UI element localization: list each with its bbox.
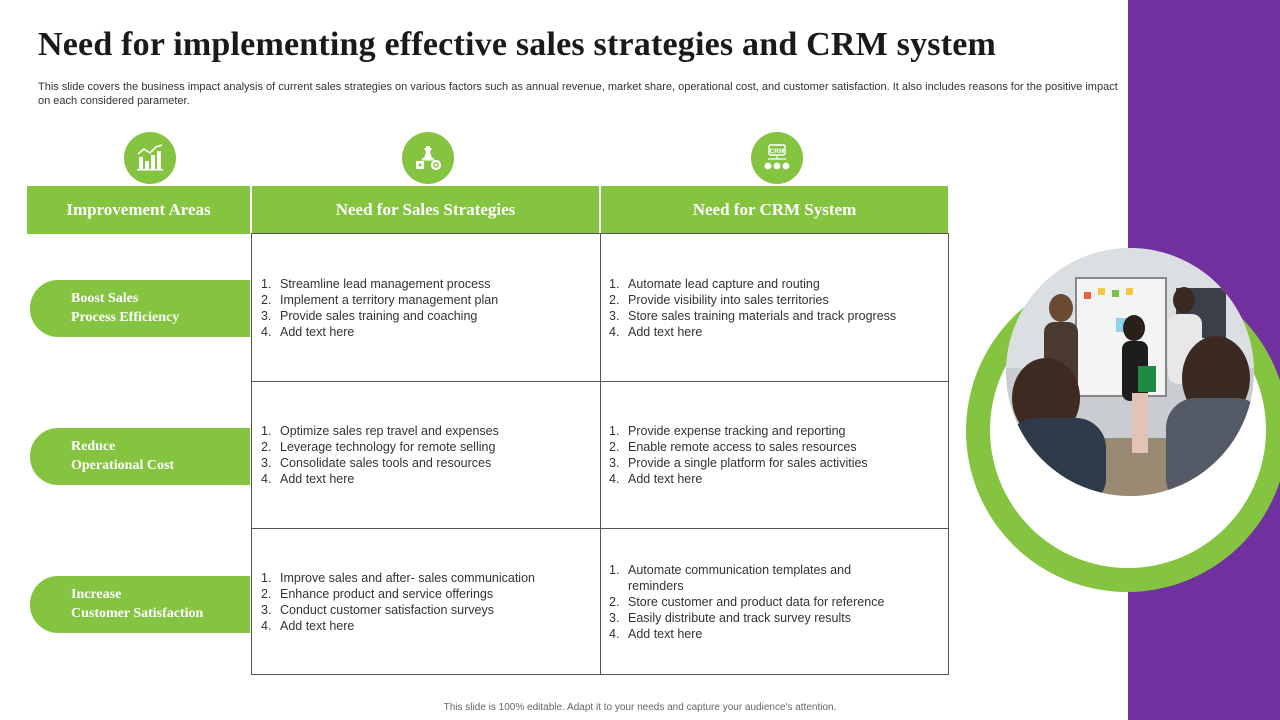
- header-improvement-areas: Improvement Areas: [27, 186, 250, 234]
- list-item: 2.Provide visibility into sales territor…: [609, 293, 829, 307]
- strategy-chess-icon: [402, 132, 454, 184]
- list-item: 1.Streamline lead management process: [261, 277, 491, 291]
- bar-chart-icon: [124, 132, 176, 184]
- area-increase-customer-satisfaction: Increase Customer Satisfaction: [30, 576, 250, 633]
- row-divider: [252, 528, 948, 529]
- list-item: 2.Implement a territory management plan: [261, 293, 499, 307]
- list-item: 1.Improve sales and after- sales communi…: [261, 571, 535, 585]
- crm-icon-label: CRM: [770, 148, 785, 155]
- table-cell-sales-row-3: 1.Improve sales and after- sales communi…: [261, 570, 601, 634]
- table-cell-sales-row-2: 1.Optimize sales rep travel and expenses…: [261, 423, 601, 487]
- list-item: 1.Automate lead capture and routing: [609, 277, 820, 291]
- list-item: 4.Add text here: [261, 472, 355, 486]
- table-cell-crm-row-3: 1.Automate communication templates and r…: [609, 562, 885, 642]
- list-item: 3.Easily distribute and track survey res…: [609, 611, 852, 625]
- area-boost-sales-efficiency: Boost Sales Process Efficiency: [30, 280, 250, 337]
- crm-icon: CRM: [751, 132, 803, 184]
- list-item: 2.Store customer and product data for re…: [609, 595, 885, 609]
- list-item: 1.Automate communication templates and r…: [609, 563, 852, 593]
- header-sales-strategies: Need for Sales Strategies: [252, 186, 599, 234]
- list-item: 4.Add text here: [609, 627, 703, 641]
- area-label-line-2: Process Efficiency: [71, 310, 180, 325]
- area-label-line-2: Customer Satisfaction: [71, 606, 204, 621]
- column-divider: [600, 234, 601, 674]
- table-cell-crm-row-1: 1.Automate lead capture and routing 2.Pr…: [609, 276, 949, 340]
- area-label-line-1: Increase: [71, 587, 122, 602]
- slide-subtitle: This slide covers the business impact an…: [38, 81, 1118, 107]
- slide-footer: This slide is 100% editable. Adapt it to…: [443, 702, 837, 713]
- table-cell-crm-row-2: 1.Provide expense tracking and reporting…: [609, 423, 949, 487]
- list-item: 4.Add text here: [261, 619, 355, 633]
- area-label-line-1: Boost Sales: [71, 291, 139, 306]
- list-item: 4.Add text here: [261, 325, 355, 339]
- list-item: 2.Enhance product and service offerings: [261, 587, 494, 601]
- list-item: 4.Add text here: [609, 325, 703, 339]
- list-item: 2.Enable remote access to sales resource…: [609, 440, 857, 454]
- area-label-line-1: Reduce: [71, 439, 116, 454]
- table-cell-sales-row-1: 1.Streamline lead management process 2.I…: [261, 276, 601, 340]
- area-reduce-operational-cost: Reduce Operational Cost: [30, 428, 250, 485]
- strategy-table: 1.Streamline lead management process 2.I…: [251, 233, 949, 675]
- list-item: 3.Store sales training materials and tra…: [609, 309, 897, 323]
- list-item: 3.Consolidate sales tools and resources: [261, 456, 492, 470]
- list-item: 3.Provide sales training and coaching: [261, 309, 478, 323]
- list-item: 2.Leverage technology for remote selling: [261, 440, 496, 454]
- list-item: 3.Provide a single platform for sales ac…: [609, 456, 868, 470]
- slide-title: Need for implementing effective sales st…: [38, 26, 997, 63]
- team-meeting-photo: [1006, 248, 1254, 496]
- list-item: 1.Provide expense tracking and reporting: [609, 424, 846, 438]
- list-item: 3.Conduct customer satisfaction surveys: [261, 603, 494, 617]
- area-label-line-2: Operational Cost: [71, 458, 175, 473]
- header-crm-system: Need for CRM System: [601, 186, 948, 234]
- list-item: 4.Add text here: [609, 472, 703, 486]
- row-divider: [252, 381, 948, 382]
- list-item: 1.Optimize sales rep travel and expenses: [261, 424, 499, 438]
